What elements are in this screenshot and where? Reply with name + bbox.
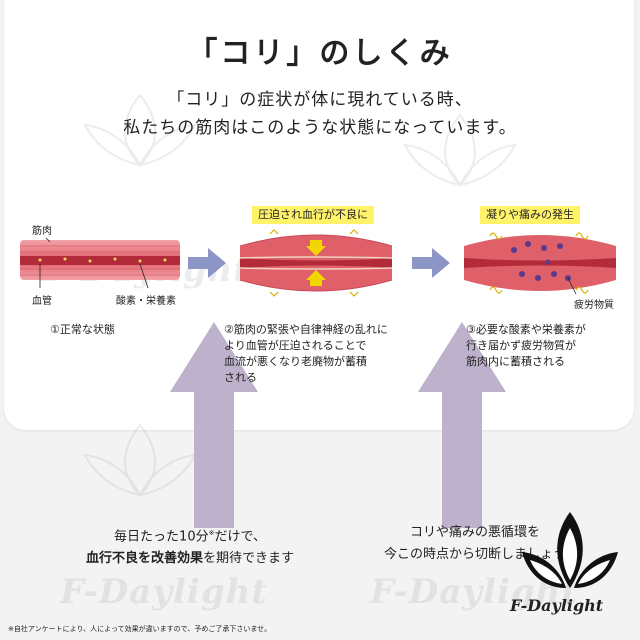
caption-line: 行き届かず疲労物質が (466, 339, 576, 352)
large-up-arrow (170, 322, 258, 528)
brand-name: F-Daylight (510, 596, 604, 615)
page-title: 「コリ」のしくみ (187, 36, 453, 71)
benefit-text: だけで、 (214, 529, 266, 545)
brand-watermark: F-Daylight (60, 572, 269, 612)
compressed-muscle-illustration (240, 229, 392, 297)
subtitle-line: 私たちの筋肉はこのような状態になっています。 (123, 118, 517, 138)
normal-muscle-illustration (20, 238, 180, 288)
cycle-message: コリや痛みの悪循環を 今この時点から切断しましょう (320, 522, 630, 566)
lotus-watermark (83, 93, 197, 167)
benefit-text: 毎日たった10分 (114, 529, 209, 545)
caption-line: ③必要な酸素や栄養素が (466, 323, 586, 336)
stage-3-banner: 凝りや痛みの発生 (480, 206, 580, 224)
benefit-emphasis: 血行不良を改善効果 (85, 551, 203, 567)
benefit-message: 毎日たった10分※だけで、 血行不良を改善効果を期待できます (40, 522, 340, 570)
page-subtitle: 「コリ」の症状が体に現れている時、 私たちの筋肉はこのような状態になっています。 (0, 86, 640, 142)
muscle-label: 筋肉 (32, 226, 52, 237)
caption-line: される (224, 371, 257, 384)
stage-2-banner: 圧迫され血行が不良に (252, 206, 374, 224)
disclaimer-note: ※自社アンケートにより、人によって効果が違いますので、予めご了承下さいませ。 (8, 625, 272, 633)
stage-2-caption: ②筋肉の緊張や自律神経の乱れに より血管が圧迫されることで 血流が悪くなり老廃物… (224, 322, 414, 386)
subtitle-line: 「コリ」の症状が体に現れている時、 (167, 90, 473, 110)
benefit-line-2: 血行不良を改善効果を期待できます (40, 548, 340, 570)
vessel-label: 血管 (32, 296, 52, 307)
large-up-arrow (418, 322, 506, 528)
caption-line: 筋肉内に蓄積される (466, 355, 565, 368)
cycle-line-1: コリや痛みの悪循環を (409, 525, 540, 540)
benefit-line-1: 毎日たった10分※だけで、 (40, 522, 340, 548)
lotus-logo-icon (522, 512, 618, 588)
stage-1-caption: ①正常な状態 (50, 323, 115, 336)
nutrients-label: 酸素・栄養素 (116, 296, 176, 307)
caption-line: 血流が悪くなり老廃物が蓄積 (224, 355, 367, 368)
stage-3-caption: ③必要な酸素や栄養素が 行き届かず疲労物質が 筋肉内に蓄積される (466, 322, 636, 370)
cycle-line-2: 今この時点から切断しましょう (383, 547, 566, 562)
note-mark: ※ (208, 529, 215, 537)
waste-label: 疲労物質 (574, 300, 614, 311)
caption-line: より血管が圧迫されることで (224, 339, 367, 352)
arrow-right-icon (412, 248, 450, 278)
caption-line: ②筋肉の緊張や自律神経の乱れに (224, 323, 388, 336)
waste-accumulated-muscle-illustration (464, 232, 616, 295)
lotus-watermark (403, 113, 517, 187)
arrow-right-icon (188, 248, 226, 278)
benefit-text: を期待できます (203, 551, 295, 567)
